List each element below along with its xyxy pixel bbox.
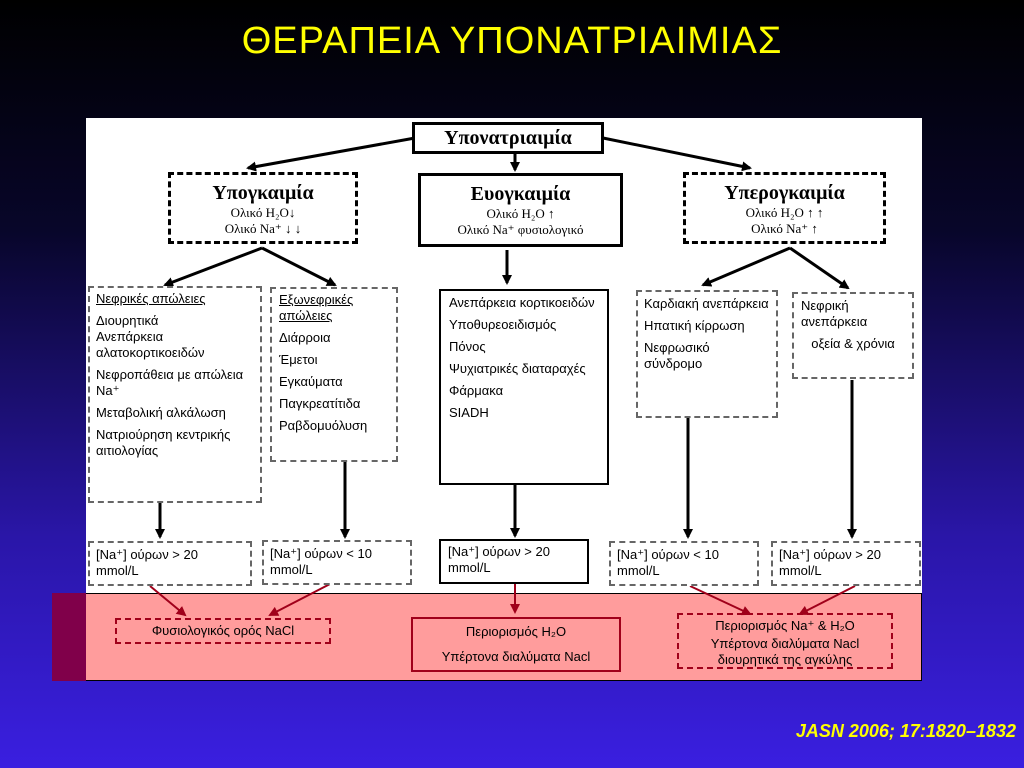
hyper-cause-item: Ηπατική κίρρωση [644,318,745,333]
eu-treatment-line1: Περιορισμός H₂O [465,624,567,639]
extrarenal-loss-item: Παγκρεατίτιδα [279,396,361,411]
hyper-causes-box: Καρδιακή ανεπάρκεια Ηπατική κίρρωση Νεφρ… [636,290,778,418]
renal-loss-item: Μεταβολική αλκάλωση [96,405,226,420]
urine-box: [Na⁺] ούρων < 10 mmol/L [609,541,759,586]
extrarenal-loss-item: Διάρροια [279,330,331,345]
hyper-water: Ολικό H₂O ↑ ↑ [745,205,824,220]
hypo-water: Ολικό H₂O↓ [230,205,296,220]
eu-title: Ευογκαιμία [470,183,571,205]
urine-box: [Na⁺] ούρων > 20 mmol/L [88,541,252,586]
treatment-band [52,593,922,681]
root-label: Υπονατριαιμία [444,127,572,149]
eu-water: Ολικό H₂O ↑ [486,206,555,221]
urine-label: [Na⁺] ούρων > 20 mmol/L [448,544,550,575]
eu-box: Ευογκαιμία Ολικό H₂O ↑ Ολικό Na⁺ φυσιολο… [418,173,623,247]
eu-cause-item: Υποθυρεοειδισμός [449,317,557,332]
urine-box: [Na⁺] ούρων < 10 mmol/L [262,540,412,585]
hyper-treatment-line3: διουρητικά της αγκύλης [717,652,853,667]
renal-loss-item: Νεφροπάθεια με απώλεια Na⁺ [96,367,244,398]
extrarenal-loss-heading: Εξωνεφρικές απώλειες [279,292,354,323]
eu-cause-item: SIADH [449,405,489,420]
renal-loss-item: Νατριούρηση κεντρικής αιτιολογίας [96,427,231,458]
hyper-sodium: Ολικό Na⁺ ↑ [751,221,818,236]
eu-cause-item: Φάρμακα [449,383,504,398]
renal-failure-heading: Νεφρική ανεπάρκεια [801,298,868,329]
hyper-treatment-line2: Υπέρτονα διαλύματα Nacl [710,636,860,651]
saline-treatment-label: Φυσιολογικός ορός NaCl [151,623,295,638]
hyper-treatment-box: Περιορισμός Na⁺ & H₂O Υπέρτονα διαλύματα… [677,613,893,669]
eu-cause-item: Ανεπάρκεια κορτικοειδών [449,295,595,310]
extrarenal-loss-item: Εγκαύματα [279,374,343,389]
urine-label: [Na⁺] ούρων > 20 mmol/L [779,547,881,578]
extrarenal-loss-item: Ραβδομυόλυση [279,418,368,433]
eu-treatment-line2: Υπέρτονα διαλύματα Nacl [441,649,591,664]
urine-box: [Na⁺] ούρων > 20 mmol/L [439,539,589,584]
hypo-title: Υπογκαιμία [212,182,314,204]
hypo-box: Υπογκαιμία Ολικό H₂O↓ Ολικό Na⁺ ↓ ↓ [168,172,358,244]
extrarenal-loss-box: Εξωνεφρικές απώλειες Διάρροια Έμετοι Εγκ… [270,287,398,462]
hyper-treatment-line1: Περιορισμός Na⁺ & H₂O [715,618,855,633]
urine-label: [Na⁺] ούρων < 10 mmol/L [617,547,719,578]
urine-box: [Na⁺] ούρων > 20 mmol/L [771,541,921,586]
renal-loss-item: Ανεπάρκεια αλατοκορτικοειδών [96,329,205,360]
renal-loss-item: Διουρητικά [96,313,159,328]
eu-treatment-box: Περιορισμός H₂O Υπέρτονα διαλύματα Nacl [411,617,621,672]
hyper-title: Υπερογκαιμία [724,182,845,204]
treatment-band-accent [52,593,86,681]
renal-loss-box: Νεφρικές απώλειες Διουρητικά Ανεπάρκεια … [88,286,262,503]
hyper-box: Υπερογκαιμία Ολικό H₂O ↑ ↑ Ολικό Na⁺ ↑ [683,172,886,244]
renal-loss-heading: Νεφρικές απώλειες [96,291,206,306]
urine-label: [Na⁺] ούρων > 20 mmol/L [96,547,198,578]
eu-cause-item: Πόνος [449,339,486,354]
hyper-cause-item: Καρδιακή ανεπάρκεια [644,296,769,311]
hyper-cause-item: Νεφρωσικό σύνδρομο [644,340,710,371]
saline-treatment-box: Φυσιολογικός ορός NaCl [115,618,331,644]
citation: JASN 2006; 17:1820–1832 [795,721,1016,741]
hypo-sodium: Ολικό Na⁺ ↓ ↓ [224,221,302,236]
eu-sodium: Ολικό Na⁺ φυσιολογικό [457,222,584,237]
slide-title: ΘΕΡΑΠΕΙΑ ΥΠΟΝΑΤΡΙΑΙΜΙΑΣ [241,20,783,62]
urine-label: [Na⁺] ούρων < 10 mmol/L [270,546,372,577]
eu-cause-item: Ψυχιατρικές διαταραχές [449,361,586,376]
renal-failure-sub: οξεία & χρόνια [811,336,895,351]
eu-causes-box: Ανεπάρκεια κορτικοειδών Υποθυρεοειδισμός… [439,289,609,485]
root-box: Υπονατριαιμία [412,122,604,154]
extrarenal-loss-item: Έμετοι [279,352,318,367]
renal-failure-box: Νεφρική ανεπάρκεια οξεία & χρόνια [792,292,914,379]
